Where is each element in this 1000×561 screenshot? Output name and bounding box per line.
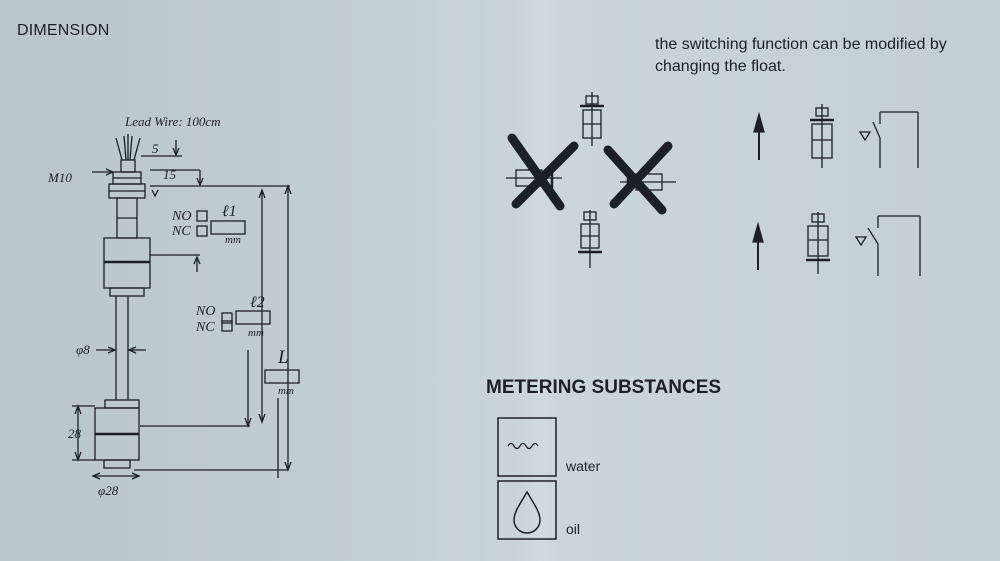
length-label: L (278, 347, 289, 368)
lead-wire-label: Lead Wire: 100cm (125, 114, 221, 129)
crossed-float-icon (603, 141, 676, 215)
switching-note: the switching function can be modified b… (655, 36, 947, 75)
dimension-title: DIMENSION (17, 22, 110, 39)
oil-drop-icon (497, 480, 557, 540)
normally-closed-switch-icon (854, 215, 921, 276)
no-label: NO (196, 304, 216, 319)
dim-5-label: 5 (152, 141, 159, 156)
paper-fold (520, 0, 560, 561)
stem-diameter-label: φ8 (76, 342, 90, 357)
nc-label: NC (172, 224, 191, 239)
metering-title: METERING SUBSTANCES (486, 377, 722, 398)
float-icon (578, 210, 602, 268)
no-label: NO (172, 209, 192, 224)
water-icon (497, 417, 557, 477)
float-icon (580, 92, 604, 146)
float-height-label: 28 (68, 426, 81, 441)
l2-label: ℓ2 (250, 294, 265, 311)
float-switch-dimension-drawing (72, 134, 300, 480)
length-unit: mm (278, 385, 294, 397)
crossed-float-icon (506, 133, 579, 211)
l1-label: ℓ1 (222, 203, 237, 220)
l1-unit: mm (225, 234, 241, 246)
up-arrow-icon (752, 221, 764, 270)
switching-orientation-diagram (506, 92, 921, 276)
oil-label: oil (566, 521, 581, 537)
nc-label: NC (196, 320, 215, 335)
water-label: water (566, 458, 601, 474)
float-icon (806, 212, 830, 274)
normally-open-switch-icon (858, 111, 919, 168)
dim-15-label: 15 (163, 167, 176, 182)
float-diameter-label: φ28 (98, 483, 119, 498)
float-icon (810, 104, 834, 168)
l2-unit: mm (248, 327, 264, 339)
thread-label: M10 (48, 170, 72, 185)
up-arrow-icon (753, 111, 765, 160)
